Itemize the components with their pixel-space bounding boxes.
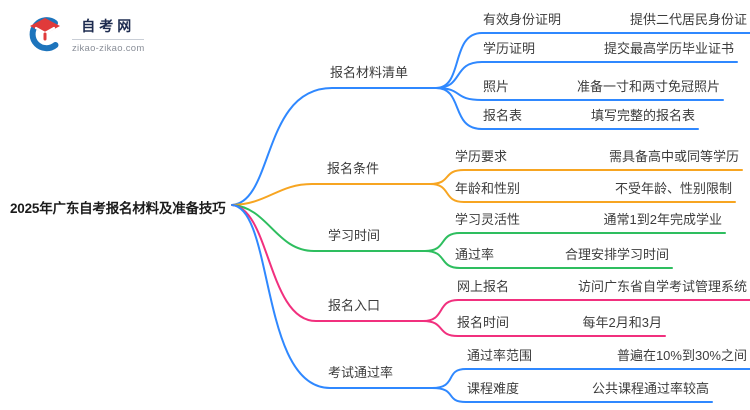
mindmap-row[interactable]: 学历证明 提交最高学历毕业证书 [483,40,734,57]
mindmap-row[interactable]: 年龄和性别 不受年龄、性别限制 [455,180,732,197]
child-topic[interactable]: 有效身份证明 [483,12,562,27]
mindmap-row[interactable]: 通过率 合理安排学习时间 [455,246,669,263]
branch-label-conditions[interactable]: 报名条件 [327,161,380,176]
site-logo: 自考网 zikao-zikao.com [24,13,145,55]
detail-topic[interactable]: 公共课程通过率较高 [591,381,709,396]
detail-topic[interactable]: 提交最高学历毕业证书 [603,41,734,56]
mindmap-row[interactable]: 课程难度 公共课程通过率较高 [467,380,709,397]
child-topic[interactable]: 学历要求 [455,149,508,164]
mindmap-row[interactable]: 学习灵活性 通常1到2年完成学业 [455,211,722,228]
detail-topic[interactable]: 提供二代居民身份证 [629,12,747,27]
detail-topic[interactable]: 填写完整的报名表 [590,108,695,123]
child-topic[interactable]: 学历证明 [483,41,536,56]
logo-cap-icon [29,17,60,52]
root-topic[interactable]: 2025年广东自考报名材料及准备技巧 [10,201,226,216]
mindmap-row[interactable]: 报名时间 每年2月和3月 [457,314,662,331]
child-topic[interactable]: 网上报名 [457,279,510,294]
branch-label-pass-rate[interactable]: 考试通过率 [328,365,394,380]
child-topic[interactable]: 报名表 [483,108,523,123]
logo-divider [72,39,145,40]
detail-topic[interactable]: 合理安排学习时间 [564,247,669,262]
mindmap-row[interactable]: 报名表 填写完整的报名表 [483,107,695,124]
child-topic[interactable]: 通过率范围 [467,348,533,363]
child-topic[interactable]: 通过率 [455,247,495,262]
branch-label-study-time[interactable]: 学习时间 [328,228,381,243]
site-url: zikao-zikao.com [72,43,145,54]
branch-label-entry[interactable]: 报名入口 [328,298,381,313]
child-topic[interactable]: 照片 [483,79,510,94]
detail-topic[interactable]: 不受年龄、性别限制 [614,181,732,196]
child-topic[interactable]: 课程难度 [467,381,520,396]
detail-topic[interactable]: 普遍在10%到30%之间 [616,348,747,363]
mindmap-row[interactable]: 网上报名 访问广东省自学考试管理系统 [457,278,747,295]
child-topic[interactable]: 年龄和性别 [455,181,521,196]
detail-topic[interactable]: 通常1到2年完成学业 [603,212,722,227]
mindmap-row[interactable]: 通过率范围 普遍在10%到30%之间 [467,347,747,364]
detail-topic[interactable]: 准备一寸和两寸免冠照片 [576,79,720,94]
mindmap-row[interactable]: 照片 准备一寸和两寸免冠照片 [483,78,720,95]
branch-label-materials[interactable]: 报名材料清单 [330,65,409,80]
child-topic[interactable]: 学习灵活性 [455,212,521,227]
mindmap-row[interactable]: 有效身份证明 提供二代居民身份证 [483,11,747,28]
detail-topic[interactable]: 访问广东省自学考试管理系统 [577,279,747,294]
site-name: 自考网 [81,18,136,34]
child-topic[interactable]: 报名时间 [457,315,510,330]
detail-topic[interactable]: 需具备高中或同等学历 [608,149,739,164]
detail-topic[interactable]: 每年2月和3月 [582,315,662,330]
mindmap-row[interactable]: 学历要求 需具备高中或同等学历 [455,148,739,165]
